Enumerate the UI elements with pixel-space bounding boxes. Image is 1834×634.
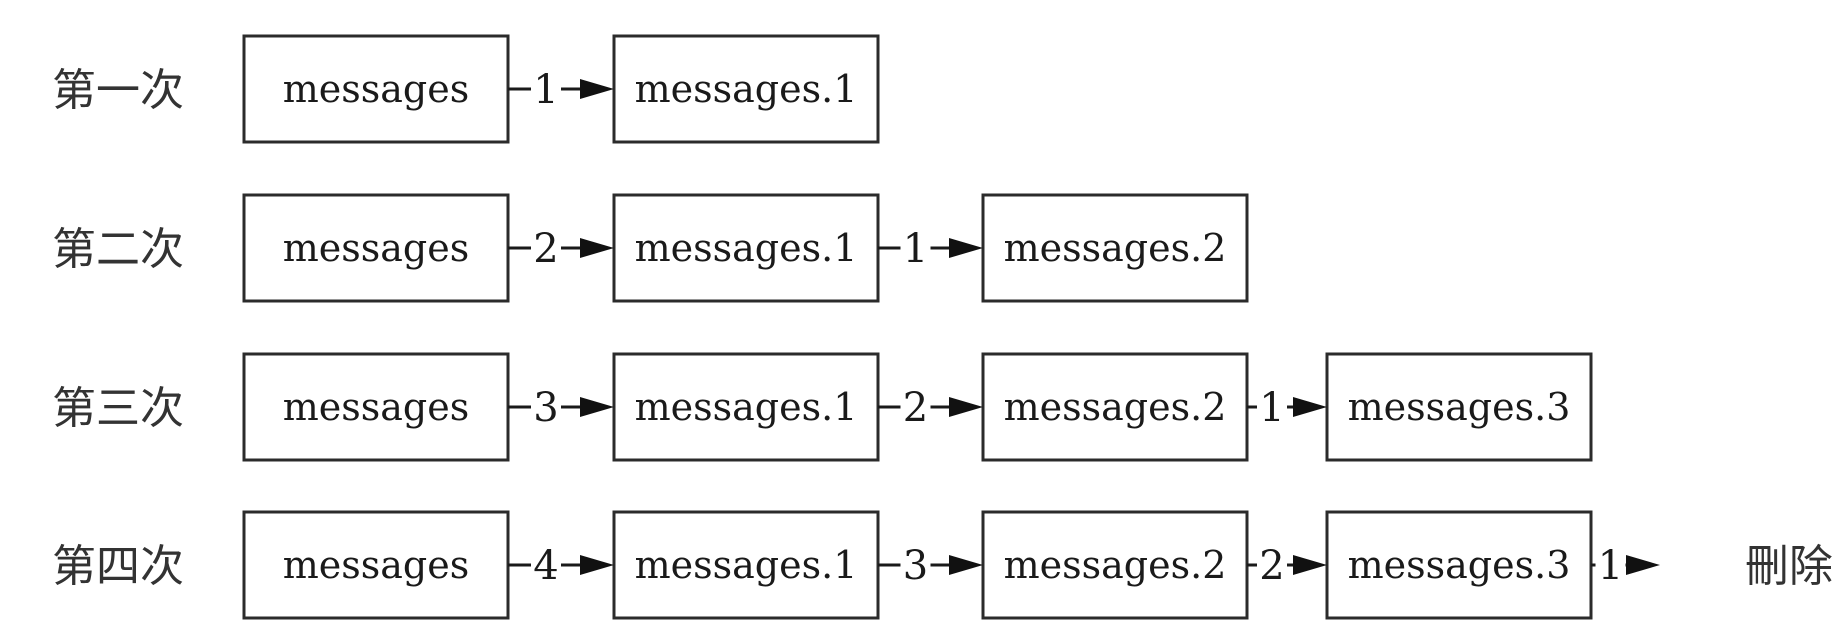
file-name: messages.2: [1004, 226, 1227, 270]
file-name: messages.3: [1348, 385, 1571, 429]
file-name: messages: [283, 226, 470, 270]
file-box: [242, 510, 510, 620]
arrowhead-icon: [949, 238, 983, 258]
file-name: messages.1: [635, 543, 858, 587]
arrowhead-icon: [580, 238, 614, 258]
arrowhead-icon: [1626, 555, 1660, 575]
file-box: [612, 510, 880, 620]
rotation-arrow-number: 1: [1259, 385, 1284, 431]
file-box: [242, 34, 510, 144]
file-name: messages: [283, 385, 470, 429]
file-name: messages: [283, 543, 470, 587]
rotation-arrow-number: 3: [903, 543, 928, 589]
arrowhead-icon: [580, 397, 614, 417]
file-name: messages: [283, 67, 470, 111]
arrowhead-icon: [580, 555, 614, 575]
file-box: [242, 352, 510, 462]
row-label: 第三次: [52, 383, 184, 434]
arrowhead-icon: [1293, 397, 1327, 417]
rotation-arrow-number: 2: [533, 226, 558, 272]
rotation-arrow-number: 4: [533, 543, 558, 589]
file-box: [612, 34, 880, 144]
rotation-arrow-number: 2: [903, 385, 928, 431]
rotation-arrow-number: 1: [903, 226, 928, 272]
delete-label: 刪除: [1745, 541, 1833, 592]
arrowhead-icon: [580, 79, 614, 99]
file-box: [981, 352, 1249, 462]
file-name: messages.1: [635, 226, 858, 270]
file-box: [1325, 352, 1593, 462]
file-name: messages.1: [635, 385, 858, 429]
file-box: [242, 193, 510, 303]
arrowhead-icon: [949, 555, 983, 575]
file-name: messages.2: [1004, 543, 1227, 587]
file-name: messages.3: [1348, 543, 1571, 587]
row-label: 第二次: [52, 224, 184, 275]
arrowhead-icon: [1293, 555, 1327, 575]
file-name: messages.2: [1004, 385, 1227, 429]
row-label: 第一次: [52, 65, 184, 116]
file-box: [981, 193, 1249, 303]
file-box: [612, 352, 880, 462]
rotation-arrow-number: 1: [533, 67, 558, 113]
delete-arrow-number: 1: [1598, 543, 1623, 589]
arrowhead-icon: [949, 397, 983, 417]
file-name: messages.1: [635, 67, 858, 111]
rotation-arrow-number: 3: [533, 385, 558, 431]
rotation-arrow-number: 2: [1259, 543, 1284, 589]
file-box: [1325, 510, 1593, 620]
row-label: 第四次: [52, 541, 184, 592]
